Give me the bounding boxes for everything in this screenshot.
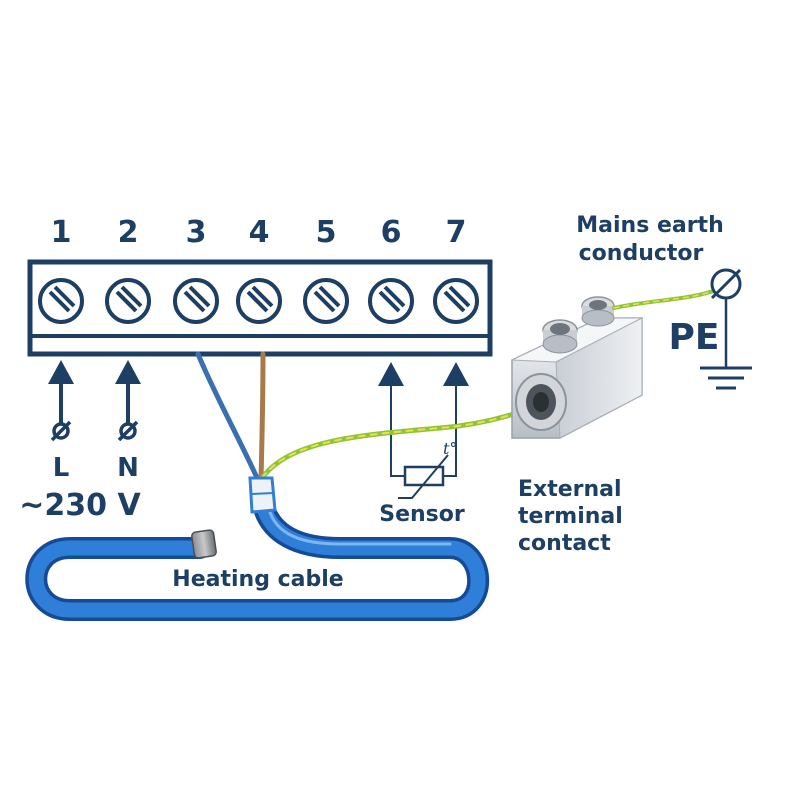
terminal-number-5: 5 — [316, 215, 337, 250]
mains-earth-label-line2: conductor — [579, 241, 704, 266]
screw-6-icon — [368, 278, 414, 324]
external-contact-label-line3: contact — [518, 531, 611, 556]
terminal-number-1: 1 — [51, 215, 72, 250]
terminal-number-2: 2 — [118, 215, 139, 250]
neutral-label: N — [117, 453, 139, 483]
pe-label: PE — [669, 317, 720, 358]
external-contact-label-line1: External — [518, 477, 622, 502]
terminal-number-3: 3 — [186, 215, 207, 250]
screw-1-icon — [38, 278, 84, 324]
voltage-label: ~230 V — [19, 488, 141, 523]
screw-3-icon — [173, 278, 219, 324]
cable-inner-wires — [195, 351, 266, 483]
temperature-symbol: t° — [443, 439, 457, 458]
supply-connections — [48, 360, 141, 442]
terminal-number-6: 6 — [381, 215, 402, 250]
external-terminal-contact-icon — [511, 296, 643, 439]
screw-7-icon — [433, 278, 479, 324]
arrow-up-icon — [115, 360, 141, 384]
external-contact-label-line2: terminal — [518, 504, 623, 529]
heating-cable — [25, 489, 490, 621]
terminal-number-7: 7 — [446, 215, 467, 250]
pe-ground-icon — [700, 268, 752, 390]
pe-earth-wire — [612, 288, 718, 310]
cable-sleeve-icon — [248, 476, 277, 514]
line-label: L — [53, 453, 70, 483]
arrow-up-icon — [443, 362, 469, 386]
thermistor-icon: t° — [398, 439, 457, 499]
terminal-number-4: 4 — [249, 215, 270, 250]
terminal-numbers: 1 2 3 4 5 6 7 — [51, 215, 467, 250]
screw-4-icon — [236, 278, 282, 324]
terminal-symbol-icon — [50, 420, 72, 442]
arrow-up-icon — [48, 360, 74, 384]
terminal-screws — [38, 278, 479, 324]
screw-2-icon — [105, 278, 151, 324]
sensor-circuit: t° — [378, 362, 469, 499]
mains-earth-label-line1: Mains earth — [576, 213, 724, 238]
terminal-symbol-icon — [117, 420, 139, 442]
cable-end-cap-icon — [191, 529, 217, 559]
screw-5-icon — [303, 278, 349, 324]
arrow-up-icon — [378, 362, 404, 386]
heating-cable-label: Heating cable — [172, 567, 343, 592]
sensor-label: Sensor — [379, 502, 465, 527]
